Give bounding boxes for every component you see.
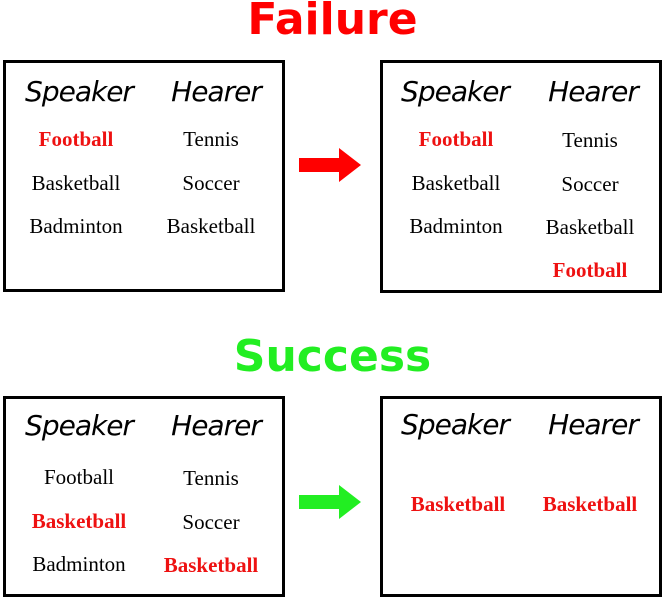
- success-before-box: Speaker Hearer Football Basketball Badmi…: [3, 396, 285, 597]
- speaker-item: Basketball: [31, 171, 121, 195]
- success-title: Success: [233, 331, 432, 382]
- speaker-header: Speaker: [401, 408, 510, 441]
- speaker-item: Basketball: [411, 171, 501, 195]
- success-after-box: Speaker Hearer Basketball Basketball: [380, 396, 662, 597]
- speaker-header: Speaker: [25, 409, 134, 442]
- hearer-header: Hearer: [548, 408, 639, 441]
- failure-before-box: Speaker Hearer Football Basketball Badmi…: [3, 60, 285, 292]
- hearer-header: Hearer: [171, 409, 262, 442]
- hearer-header: Hearer: [171, 75, 262, 108]
- hearer-item: Tennis: [183, 466, 239, 490]
- success-arrow-icon: [299, 485, 361, 519]
- success-arrow-shape: [299, 485, 361, 519]
- speaker-item: Basketball: [31, 509, 127, 533]
- failure-after-box: Speaker Hearer Football Basketball Badmi…: [380, 60, 662, 293]
- hearer-item: Football: [552, 258, 628, 282]
- speaker-item: Football: [43, 465, 115, 489]
- speaker-item: Badminton: [32, 552, 126, 576]
- hearer-item: Basketball: [166, 214, 256, 238]
- speaker-item: Basketball: [410, 492, 506, 516]
- speaker-item: Football: [38, 127, 114, 151]
- speaker-header: Speaker: [401, 75, 510, 108]
- hearer-item: Soccer: [182, 171, 240, 195]
- speaker-item: Football: [418, 127, 494, 151]
- hearer-item: Soccer: [561, 172, 619, 196]
- speaker-header: Speaker: [25, 75, 134, 108]
- failure-arrow-icon: [299, 148, 361, 182]
- hearer-item: Tennis: [183, 127, 239, 151]
- hearer-item: Basketball: [545, 215, 635, 239]
- hearer-item: Basketball: [163, 553, 259, 577]
- hearer-item: Tennis: [562, 128, 618, 152]
- hearer-item: Basketball: [542, 492, 638, 516]
- speaker-item: Badminton: [29, 214, 123, 238]
- speaker-item: Badminton: [409, 214, 503, 238]
- failure-title: Failure: [247, 0, 418, 45]
- failure-arrow-shape: [299, 148, 361, 182]
- hearer-item: Soccer: [182, 510, 240, 534]
- hearer-header: Hearer: [548, 75, 639, 108]
